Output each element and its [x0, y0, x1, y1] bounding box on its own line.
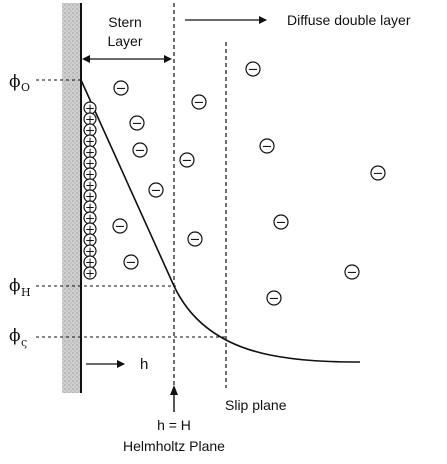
- negative-ion-circle: [245, 61, 261, 77]
- positive-ion-symbol: +: [85, 255, 95, 269]
- positive-ion-symbol: +: [85, 244, 95, 258]
- negative-ion-circle: [273, 214, 289, 230]
- positive-ion-symbol: +: [85, 101, 95, 115]
- stern-arrow-right-head: [164, 55, 172, 63]
- stern-layer-label-line2: Layer: [107, 33, 142, 49]
- positive-ion-symbol: +: [85, 145, 95, 159]
- positive-ion-symbol: +: [85, 266, 95, 280]
- negative-ion-symbol: −: [151, 184, 162, 199]
- stern-arrow-left-head: [82, 55, 90, 63]
- negative-ion-circle: [344, 264, 360, 280]
- phi-zeta-subscript: ς: [21, 336, 27, 349]
- negative-ion-circle: [112, 218, 128, 234]
- helmholtz-arrow-head: [170, 385, 178, 395]
- positive-ion-symbol: +: [85, 233, 95, 247]
- negative-ion-symbol: −: [135, 144, 146, 159]
- negative-ion-symbol: −: [269, 292, 280, 307]
- negative-ion-symbol: −: [248, 63, 259, 78]
- positive-ion-symbol: +: [85, 167, 95, 181]
- negative-ion-circle: [129, 115, 145, 131]
- negative-ion-circle: [266, 290, 282, 306]
- negative-ion-symbol: −: [373, 167, 384, 182]
- negative-ion-circle: [259, 138, 275, 154]
- phi-o-subscript: O: [21, 81, 30, 94]
- positive-ion-symbol: +: [85, 156, 95, 170]
- negative-ion-symbol: −: [126, 256, 137, 271]
- positive-ion-symbol: +: [85, 112, 95, 126]
- negative-ion-symbol: −: [116, 82, 127, 97]
- h-equals-H-label: h = H: [157, 417, 191, 433]
- helmholtz-plane-label: Helmholtz Plane: [123, 438, 225, 454]
- ions-group: ++++++++++++++++−−−−−−−−−−−−−−−: [83, 61, 386, 307]
- phi-h-symbol: ϕ: [9, 276, 21, 296]
- positive-ion-symbol: +: [85, 211, 95, 225]
- negative-ion-symbol: −: [194, 96, 205, 111]
- slip-plane-label: Slip plane: [225, 397, 287, 413]
- negative-ion-symbol: −: [115, 220, 126, 235]
- diffuse-layer-label: Diffuse double layer: [287, 12, 411, 28]
- solid-surface: [62, 3, 80, 393]
- negative-ion-circle: [148, 182, 164, 198]
- negative-ion-symbol: −: [190, 233, 201, 248]
- positive-ion-symbol: +: [85, 189, 95, 203]
- positive-ion-symbol: +: [85, 178, 95, 192]
- negative-ion-circle: [187, 231, 203, 247]
- negative-ion-circle: [191, 94, 207, 110]
- negative-ion-symbol: −: [182, 154, 193, 169]
- positive-ion-symbol: +: [85, 222, 95, 236]
- positive-ion-symbol: +: [85, 134, 95, 148]
- negative-ion-circle: [370, 165, 386, 181]
- positive-ion-circle: [83, 266, 97, 280]
- negative-ion-symbol: −: [132, 117, 143, 132]
- stern-layer-label-line1: Stern: [108, 14, 141, 30]
- h-axis-label: h: [140, 356, 148, 373]
- phi-h-subscript: H: [21, 286, 31, 299]
- negative-ion-circle: [179, 152, 195, 168]
- negative-ion-circle: [113, 80, 129, 96]
- phi-zeta-symbol: ϕ: [9, 326, 21, 346]
- negative-ion-symbol: −: [347, 266, 358, 281]
- positive-ion-symbol: +: [85, 200, 95, 214]
- negative-ion-circle: [123, 254, 139, 270]
- potential-curve: [80, 79, 361, 363]
- negative-ion-symbol: −: [262, 140, 273, 155]
- negative-ion-circle: [132, 142, 148, 158]
- phi-o-symbol: ϕ: [9, 72, 21, 92]
- negative-ion-symbol: −: [276, 216, 287, 231]
- positive-ion-symbol: +: [85, 123, 95, 137]
